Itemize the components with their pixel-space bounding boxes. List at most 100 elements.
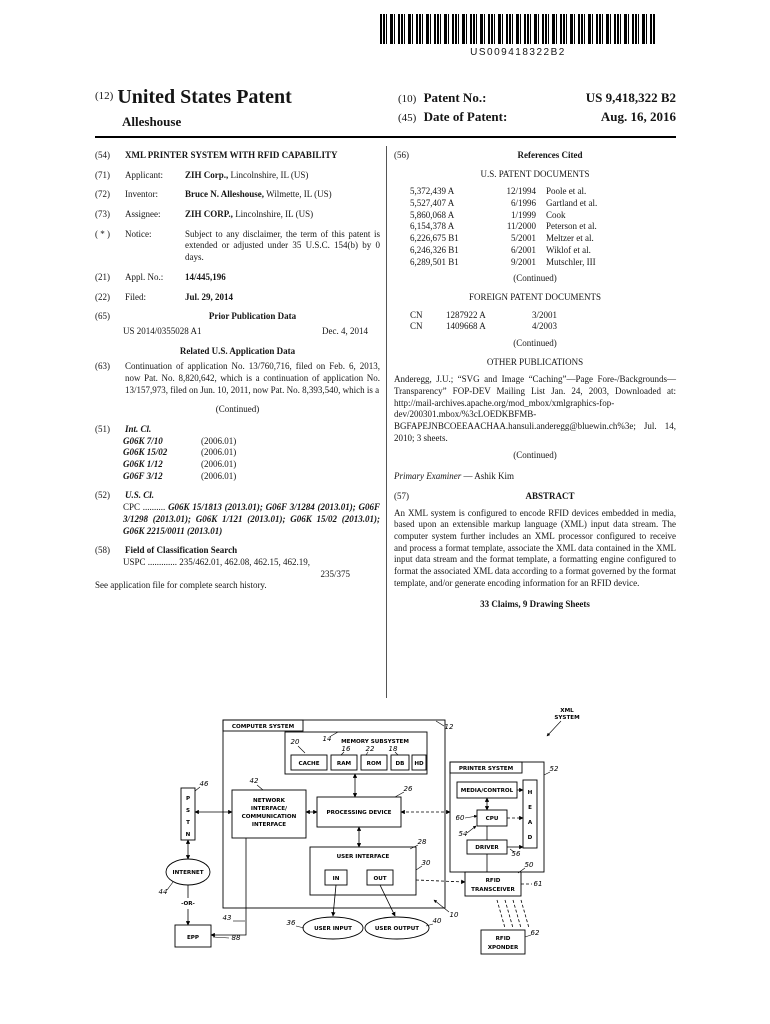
ref-50: 50	[525, 861, 534, 869]
user-interface-box	[309, 846, 417, 896]
ram-label: RAM	[337, 761, 352, 767]
field-tag: (72)	[95, 189, 110, 200]
right-column: (56) References Cited U.S. PATENT DOCUME…	[394, 150, 676, 611]
computer-system-label-box	[222, 719, 304, 732]
header-left: (12) United States Patent	[95, 86, 292, 109]
user-input-label: USER INPUT	[314, 926, 352, 932]
ref-46: 46	[200, 780, 209, 788]
network-interface-label: NETWORK	[253, 798, 286, 804]
cpu-label: CPU	[486, 816, 499, 822]
related-data-heading: Related U.S. Application Data	[179, 345, 296, 356]
other-pubs-heading: OTHER PUBLICATIONS	[486, 356, 584, 367]
xml-system-label: SYSTEM	[554, 715, 580, 721]
rom-box	[360, 754, 388, 771]
references-heading: References Cited	[517, 150, 583, 160]
int-cl-row: G06K 15/02(2006.01)	[123, 447, 237, 458]
ref-52: 52	[550, 765, 559, 773]
rfid-xponder-box	[480, 929, 526, 955]
int-cl-row: G06K 1/12(2006.01)	[123, 459, 237, 470]
field-tag: (58)	[95, 545, 110, 556]
continued-note: (Continued)	[513, 450, 557, 461]
ref-43: 43	[223, 914, 232, 922]
us-docs-heading: U.S. PATENT DOCUMENTS	[480, 168, 590, 179]
int-cl-row: G06K 7/10(2006.01)	[123, 435, 237, 446]
field-appl-no: (21) Appl. No.: 14/445,196	[95, 272, 380, 284]
pstn-label: S	[186, 808, 190, 814]
continuation-text: Continuation of application No. 13/760,7…	[125, 361, 380, 395]
head-label: D	[528, 835, 533, 841]
continued-note: (Continued)	[215, 404, 260, 415]
field-references: (56) References Cited	[394, 150, 676, 162]
memory-subsystem-label: MEMORY SUBSYSTEM	[341, 739, 409, 745]
abstract-text: An XML system is configured to encode RF…	[394, 507, 676, 588]
field-inventor: (72) Inventor: Bruce N. Alleshouse, Wilm…	[95, 189, 380, 201]
header-right: (10) Patent No.: US 9,418,322 B2 (45) Da…	[398, 90, 676, 128]
user-interface-label: USER INTERFACE	[337, 854, 390, 860]
field-label: Applicant:	[125, 169, 163, 180]
db-label: DB	[396, 761, 405, 767]
field-abstract: (57) ABSTRACT	[394, 491, 676, 503]
ref-60: 60	[456, 814, 465, 822]
driver-label: DRIVER	[475, 845, 499, 851]
media-control-label: MEDIA/CONTROL	[461, 788, 514, 794]
head-label: A	[528, 820, 533, 826]
barcode-text: US009418322B2	[470, 47, 566, 58]
us-cl-heading: U.S. Cl.	[125, 490, 155, 501]
field-us-cl: (52) U.S. Cl. CPC .......... G06K 15/181…	[95, 490, 380, 537]
printer-system-label-box	[449, 761, 523, 774]
field-tag: (56)	[394, 150, 409, 160]
hd-box	[411, 754, 427, 771]
user-output-label: USER OUTPUT	[375, 926, 419, 932]
db-box	[390, 754, 410, 771]
field-tag: (54)	[95, 150, 110, 160]
network-interface-label: INTERFACE/	[251, 806, 288, 812]
patent-number-row: (10) Patent No.: US 9,418,322 B2	[398, 90, 676, 106]
int-cl-heading: Int. Cl.	[125, 424, 152, 434]
ram-box	[330, 754, 358, 771]
ref-10: 10	[450, 911, 459, 919]
kind-code-tag: (12)	[95, 90, 114, 102]
field-tag: (21)	[95, 271, 110, 282]
continued-note: (Continued)	[513, 273, 557, 284]
connector-lines	[185, 773, 530, 938]
pstn-label: T	[186, 820, 190, 826]
ref-54: 54	[459, 830, 468, 838]
ref-62: 62	[531, 929, 540, 937]
internet-label: INTERNET	[172, 870, 203, 876]
publication-number: US 2014/0355028 A1	[123, 325, 202, 336]
filed-value: Jul. 29, 2014	[185, 291, 234, 302]
head-box	[522, 779, 538, 849]
inventor-surname: Alleshouse	[122, 114, 182, 129]
field-label: Filed:	[125, 291, 147, 302]
head-label: H	[528, 790, 533, 796]
foreign-docs-heading: FOREIGN PATENT DOCUMENTS	[468, 291, 602, 302]
computer-system-label: COMPUTER SYSTEM	[232, 724, 295, 730]
rfid-xponder-label: XPONDER	[488, 945, 519, 951]
head-label: E	[528, 805, 532, 811]
continued-note: (Continued)	[513, 337, 557, 348]
barcode	[380, 14, 656, 44]
field-tag: (22)	[95, 291, 110, 302]
patent-no-label: Patent No.:	[423, 90, 487, 105]
field-prior-publication: (65) Prior Publication Data US 2014/0355…	[95, 311, 380, 337]
date-tag: (45)	[398, 112, 417, 124]
user-output-oval	[364, 916, 430, 940]
patent-no-tag: (10)	[398, 93, 417, 105]
other-pubs-text: Anderegg, J.U.; “SVG and Image “Caching”…	[394, 374, 676, 443]
field-tag: (52)	[95, 490, 110, 501]
processing-device-label: PROCESSING DEVICE	[327, 810, 392, 816]
inventor-value: Bruce N. Alleshouse, Wilmette, IL (US)	[185, 189, 332, 200]
ref-16: 16	[342, 745, 351, 753]
ref-28: 28	[418, 838, 427, 846]
field-assignee: (73) Assignee: ZIH CORP., Lincolnshire, …	[95, 209, 380, 221]
field-tag: ( * )	[95, 228, 110, 239]
out-label: OUT	[373, 876, 386, 882]
ref-20: 20	[291, 738, 300, 746]
field-classification-search: (58) Field of Classification Search USPC…	[95, 545, 380, 592]
